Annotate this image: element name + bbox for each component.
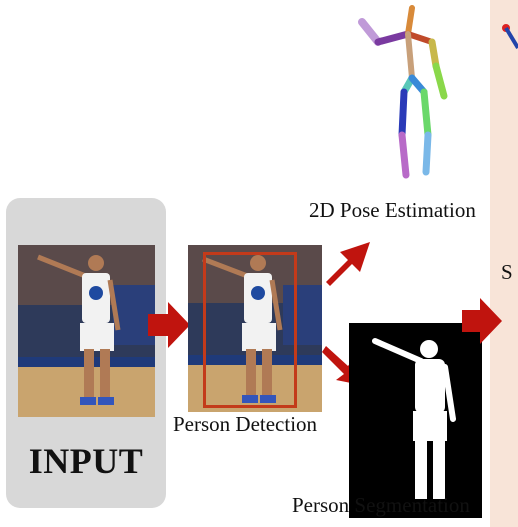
pose-estimation-caption: 2D Pose Estimation xyxy=(309,198,476,222)
person-segmentation-caption: Person Segmentation xyxy=(292,493,470,517)
detection-bounding-box xyxy=(203,252,297,408)
next-stage-panel xyxy=(490,0,518,527)
arrow-to-pose xyxy=(326,242,370,286)
next-stage-caption: S xyxy=(501,260,513,284)
arrow-to-next-stage xyxy=(462,298,502,344)
arrow-to-detection xyxy=(148,302,190,348)
input-image xyxy=(18,245,155,417)
segmentation-mask-image xyxy=(349,323,482,518)
input-label: INPUT xyxy=(28,441,144,481)
partial-skeleton-icon xyxy=(502,24,518,50)
person-detection-caption: Person Detection xyxy=(173,412,318,436)
pose-skeleton-image xyxy=(358,5,448,179)
detection-image xyxy=(188,245,322,412)
